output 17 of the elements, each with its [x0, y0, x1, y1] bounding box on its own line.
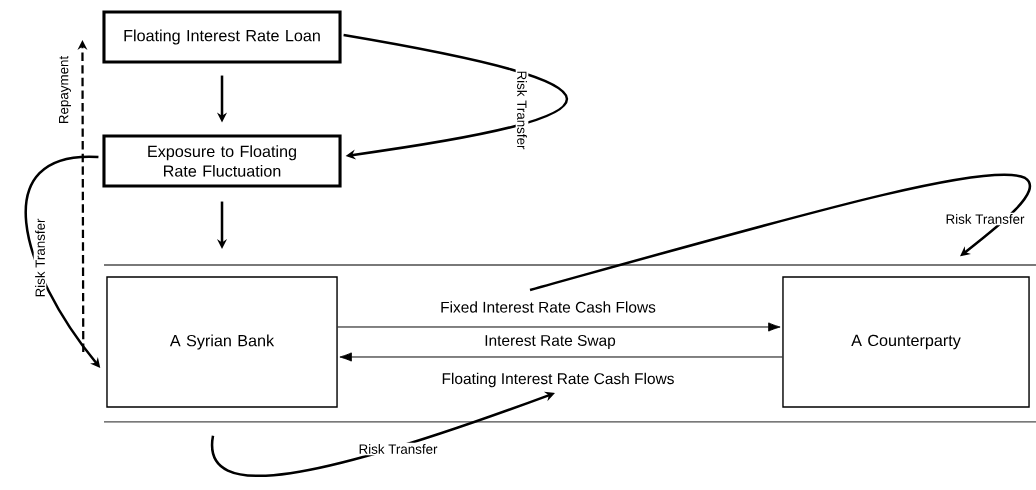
- process-box: Exposure to Floating Rate Fluctuation: [102, 134, 342, 188]
- arrow: [211, 391, 555, 477]
- process-box: A Counterparty: [782, 276, 1030, 408]
- arrow: [339, 352, 783, 362]
- edge-label: Risk Transfer: [33, 217, 47, 299]
- process-box: Floating Interest Rate Loan: [102, 10, 342, 64]
- swap-label: Interest Rate Swap: [482, 333, 618, 351]
- arrow: [529, 173, 1031, 292]
- process-box: A Syrian Bank: [106, 276, 338, 408]
- edge-label: Repayment: [57, 54, 73, 126]
- edge-label: Risk Transfer: [357, 442, 439, 456]
- edge-label: Fixed Interest Rate Cash Flows: [438, 299, 658, 315]
- edge-label: Floating Interest Rate Cash Flows: [440, 371, 676, 389]
- edge-label: Risk Transfer: [515, 69, 529, 151]
- edge-label: Risk Transfer: [944, 212, 1026, 226]
- arrow: [343, 33, 567, 160]
- arrow: [337, 322, 781, 332]
